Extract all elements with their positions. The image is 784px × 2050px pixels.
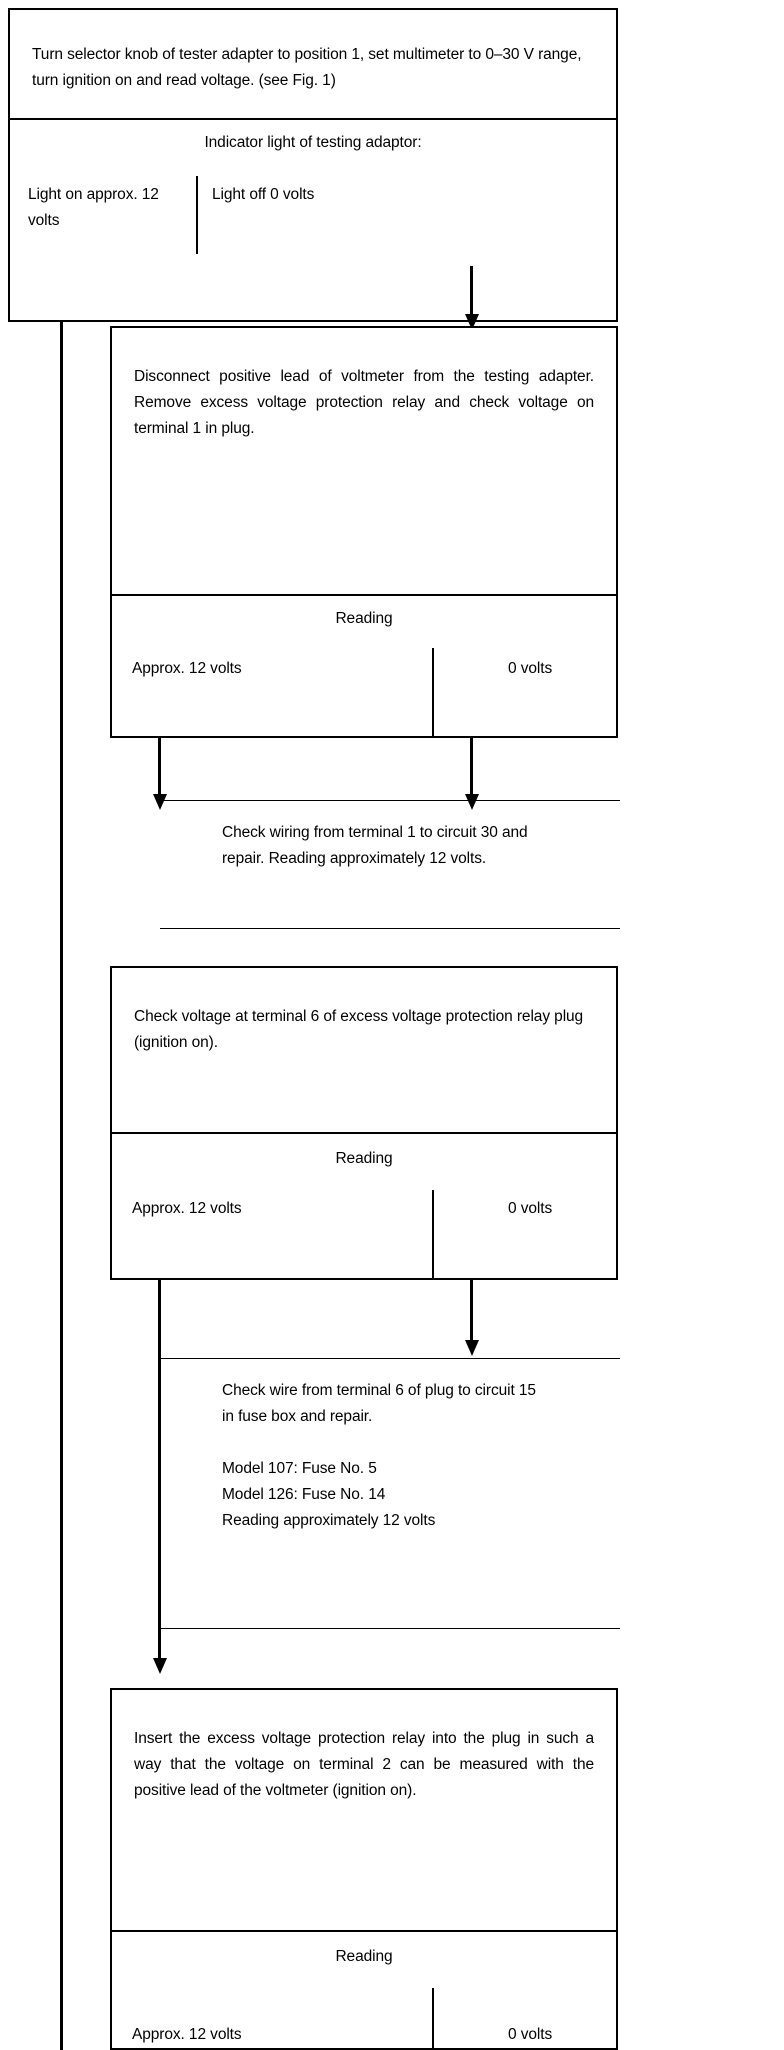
connector-step3-left-down — [158, 1280, 161, 1660]
step-3-result-left: Approx. 12 volts — [132, 1200, 242, 1217]
step-3-outcome-divider — [432, 1190, 434, 1278]
arrowhead-step3-left-down — [153, 1658, 167, 1674]
arrowhead-step2-to-action2 — [465, 794, 479, 810]
step-2-outcome-divider — [432, 648, 434, 736]
step-4-result-header: Reading — [335, 1948, 393, 1965]
action-3-line-5: Reading approximately 12 volts — [222, 1512, 436, 1529]
arrowhead-step3-to-action3 — [465, 1340, 479, 1356]
step-2-result-header: Reading — [335, 610, 393, 627]
action-2-line-2: repair. Reading approximately 12 volts. — [222, 850, 487, 867]
step-2-instruction: Disconnect positive lead of voltmeter fr… — [134, 368, 594, 437]
step-2-result-left: Approx. 12 volts — [132, 660, 242, 677]
action-2-bottom-rule — [160, 928, 620, 929]
step-4-result-right: 0 volts — [508, 2026, 553, 2043]
connector-step1-to-step2 — [470, 266, 473, 316]
step-4-divider-horizontal — [110, 1930, 618, 1932]
action-3-line-2: in fuse box and repair. — [222, 1408, 373, 1425]
step-3-box — [110, 966, 618, 1280]
step-3-result-header: Reading — [335, 1150, 393, 1167]
action-3-line-4: Model 126: Fuse No. 14 — [222, 1486, 386, 1503]
connector-step2-to-step3 — [158, 738, 161, 796]
step-2-box — [110, 326, 618, 738]
action-2-line-1: Check wiring from terminal 1 to circuit … — [222, 824, 528, 841]
step-1-result-header: Indicator light of testing adaptor: — [204, 134, 422, 151]
action-2-top-rule — [160, 800, 620, 801]
step-2-divider-horizontal — [110, 594, 618, 596]
connector-step3-to-action3 — [470, 1280, 473, 1342]
step-1-result-left: Light on approx. 12 volts — [28, 186, 159, 229]
step-2-result-right: 0 volts — [508, 660, 553, 677]
action-3-top-rule — [160, 1358, 620, 1359]
step-1-outcome-divider — [196, 176, 198, 254]
step-4-outcome-divider — [432, 1988, 434, 2050]
step-4-result-left: Approx. 12 volts — [132, 2026, 242, 2043]
step-1-instruction: Turn selector knob of tester adapter to … — [32, 46, 582, 89]
step-1-divider-horizontal — [8, 118, 618, 120]
action-3-bottom-rule — [160, 1628, 620, 1629]
step-1-result-right: Light off 0 volts — [212, 186, 315, 203]
step-4-instruction: Insert the excess voltage protection rel… — [134, 1730, 594, 1799]
arrowhead-step2-to-step3 — [153, 794, 167, 810]
connector-step2-to-action2 — [470, 738, 473, 796]
step-3-instruction: Check voltage at terminal 6 of excess vo… — [134, 1008, 584, 1051]
connector-step1-left-spine — [60, 322, 63, 2050]
step-1-box — [8, 8, 618, 322]
step-4-box — [110, 1688, 618, 2050]
action-3-line-1: Check wire from terminal 6 of plug to ci… — [222, 1382, 536, 1399]
action-3-line-3: Model 107: Fuse No. 5 — [222, 1460, 377, 1477]
step-3-result-right: 0 volts — [508, 1200, 553, 1217]
step-3-divider-horizontal — [110, 1132, 618, 1134]
